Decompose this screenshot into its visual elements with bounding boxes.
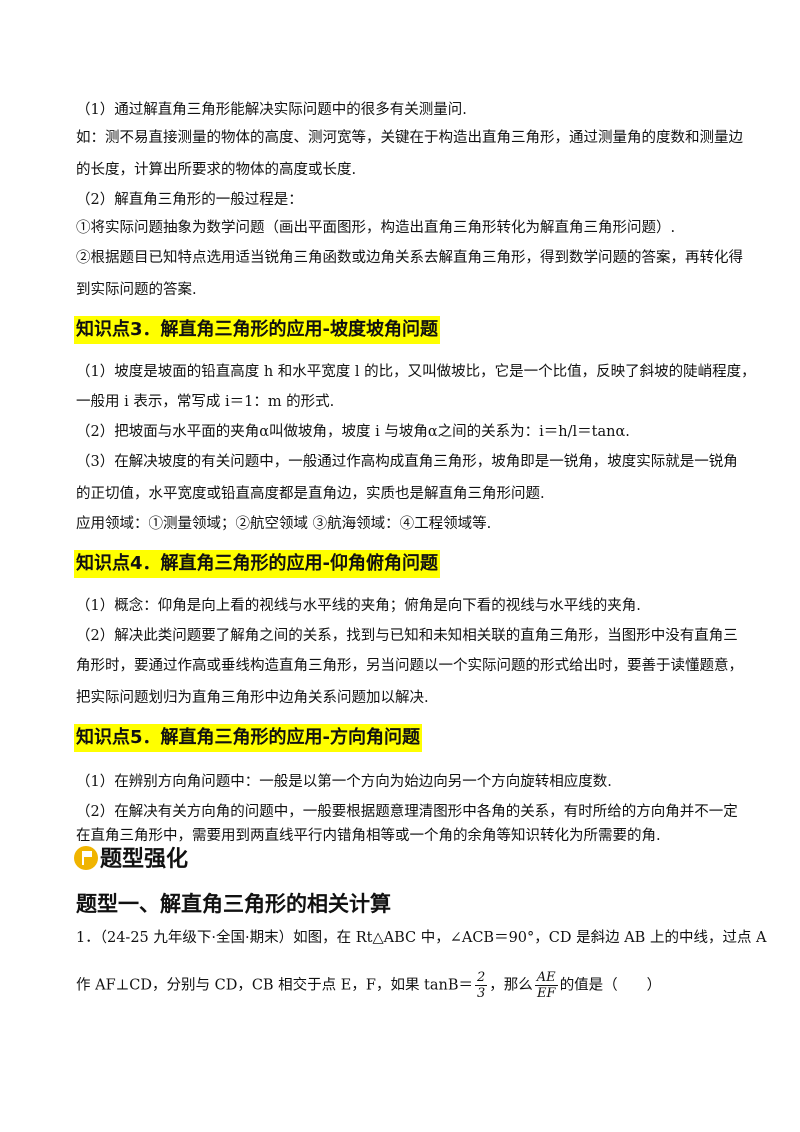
flag-icon <box>74 846 98 870</box>
text-line: 角形时，要通过作高或垂线构造直角三角形，另当问题以一个实际问题的形式给出时，要善… <box>76 658 743 674</box>
section-strengthen-title: 题型强化 <box>100 847 189 872</box>
text-line: 应用领域：①测量领域；②航空领域 ③航海领域：④工程领域等. <box>76 516 492 532</box>
text-line: （1）在辨别方向角问题中：一般是以第一个方向为始边向另一个方向旋转相应度数. <box>76 774 612 790</box>
question-1-text: ，那么 <box>489 977 533 994</box>
knowledge-point-5-heading: 知识点5．解直角三角形的应用-方向角问题 <box>74 724 422 752</box>
text-line: ②根据题目已知特点选用适当锐角三角函数或边角关系去解直角三角形，得到数学问题的答… <box>76 250 743 266</box>
ratio-numerator: AE <box>534 970 558 986</box>
text-line: 在直角三角形中，需要用到两直线平行内错角相等或一个角的余角等知识转化为所需要的角… <box>76 828 661 844</box>
text-line: 如：测不易直接测量的物体的高度、测河宽等，关键在于构造出直角三角形，通过测量角的… <box>76 130 743 146</box>
text-line: 把实际问题划归为直角三角形中边角关系问题加以解决. <box>76 690 429 706</box>
text-line: （2）把坡面与水平面的夹角α叫做坡角，坡度 i 与坡角α之间的关系为：i＝h/l… <box>76 424 630 440</box>
question-1-line-1: 1．（24-25 九年级下·全国·期末）如图，在 Rt△ABC 中，∠ACB＝9… <box>76 930 767 946</box>
tan-numerator: 2 <box>475 970 488 986</box>
text-line: （1）坡度是坡面的铅直高度 h 和水平宽度 l 的比，又叫做坡比，它是一个比值，… <box>76 364 756 380</box>
question-type-1-title: 题型一、解直角三角形的相关计算 <box>76 892 391 916</box>
text-line: 一般用 i 表示，常写成 i＝1：m 的形式. <box>76 394 335 410</box>
text-line: 到实际问题的答案. <box>76 282 197 298</box>
text-line: （1）通过解直角三角形能解决实际问题中的很多有关测量问. <box>76 102 467 118</box>
text-line: ①将实际问题抽象为数学问题（画出平面图形，构造出直角三角形转化为解直角三角形问题… <box>76 220 676 236</box>
text-line: （3）在解决坡度的有关问题中，一般通过作高构成直角三角形，坡角即是一锐角，坡度实… <box>76 454 738 470</box>
text-line: 的长度，计算出所要求的物体的高度或长度. <box>76 162 357 178</box>
text-line: （2）解直角三角形的一般过程是： <box>76 192 303 208</box>
question-1-text: 作 AF⊥CD，分别与 CD，CB 相交于点 E，F，如果 tanB＝ <box>76 977 474 994</box>
knowledge-point-4-heading: 知识点4．解直角三角形的应用-仰角俯角问题 <box>74 550 440 578</box>
question-1-text: 的值是（ ） <box>559 977 662 994</box>
ratio-denominator: EF <box>536 986 556 1001</box>
text-line: （2）解决此类问题要了解角之间的关系，找到与已知和未知相关联的直角三角形，当图形… <box>76 628 738 644</box>
tan-denominator: 3 <box>477 986 486 1001</box>
knowledge-point-3-heading: 知识点3．解直角三角形的应用-坡度坡角问题 <box>74 316 440 344</box>
text-line: 的正切值，水平宽度或铅直高度都是直角边，实质也是解直角三角形问题. <box>76 486 545 502</box>
text-line: （2）在解决有关方向角的问题中，一般要根据题意理清图形中各角的关系，有时所给的方… <box>76 804 738 820</box>
text-line: （1）概念：仰角是向上看的视线与水平线的夹角；俯角是向下看的视线与水平线的夹角. <box>76 598 641 614</box>
